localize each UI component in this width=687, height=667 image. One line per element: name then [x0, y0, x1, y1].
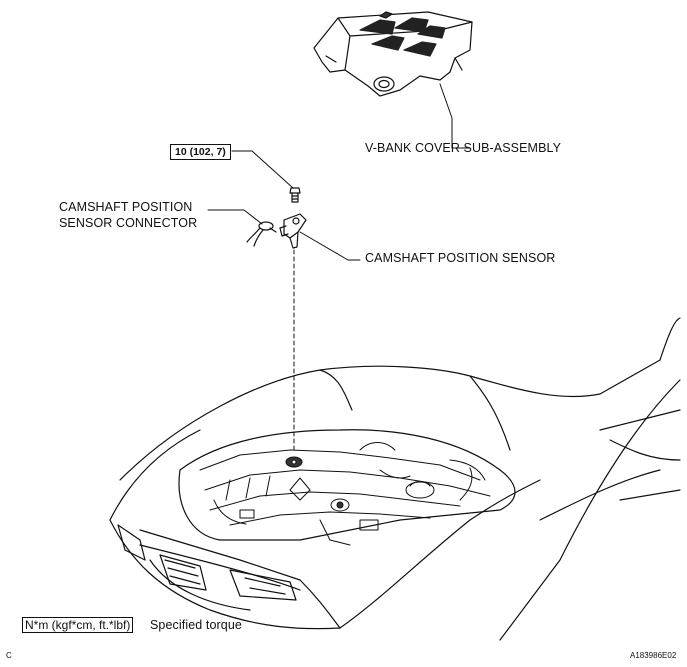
engine-bay-detail: [199, 442, 491, 546]
sensor-connector-drawing: [246, 221, 277, 247]
torque-leader: [231, 150, 294, 189]
connector-label-line1: CAMSHAFT POSITION: [59, 200, 193, 214]
legend-unit-box: N*m (kgf*cm, ft.*lbf): [22, 617, 134, 633]
camshaft-sensor-drawing: [279, 213, 307, 249]
cover-leader: [439, 83, 471, 149]
legend-text: Specified torque: [150, 618, 242, 632]
torque-spec-badge: 10 (102, 7): [170, 144, 231, 160]
v-bank-cover-label: V-BANK COVER SUB-ASSEMBLY: [365, 141, 562, 155]
bolt-drawing: [289, 187, 301, 203]
v-bank-cover-drawing: [313, 11, 473, 97]
car-front-drawing: [109, 317, 681, 641]
leader-lines: [207, 83, 471, 261]
connector-leader: [207, 209, 263, 225]
sensor-leader: [299, 231, 361, 261]
footer-left-code: C: [6, 651, 12, 660]
figure-id: A183986E02: [630, 651, 677, 660]
camshaft-sensor-label: CAMSHAFT POSITION SENSOR: [365, 251, 556, 265]
connector-label-line2: SENSOR CONNECTOR: [59, 216, 198, 230]
